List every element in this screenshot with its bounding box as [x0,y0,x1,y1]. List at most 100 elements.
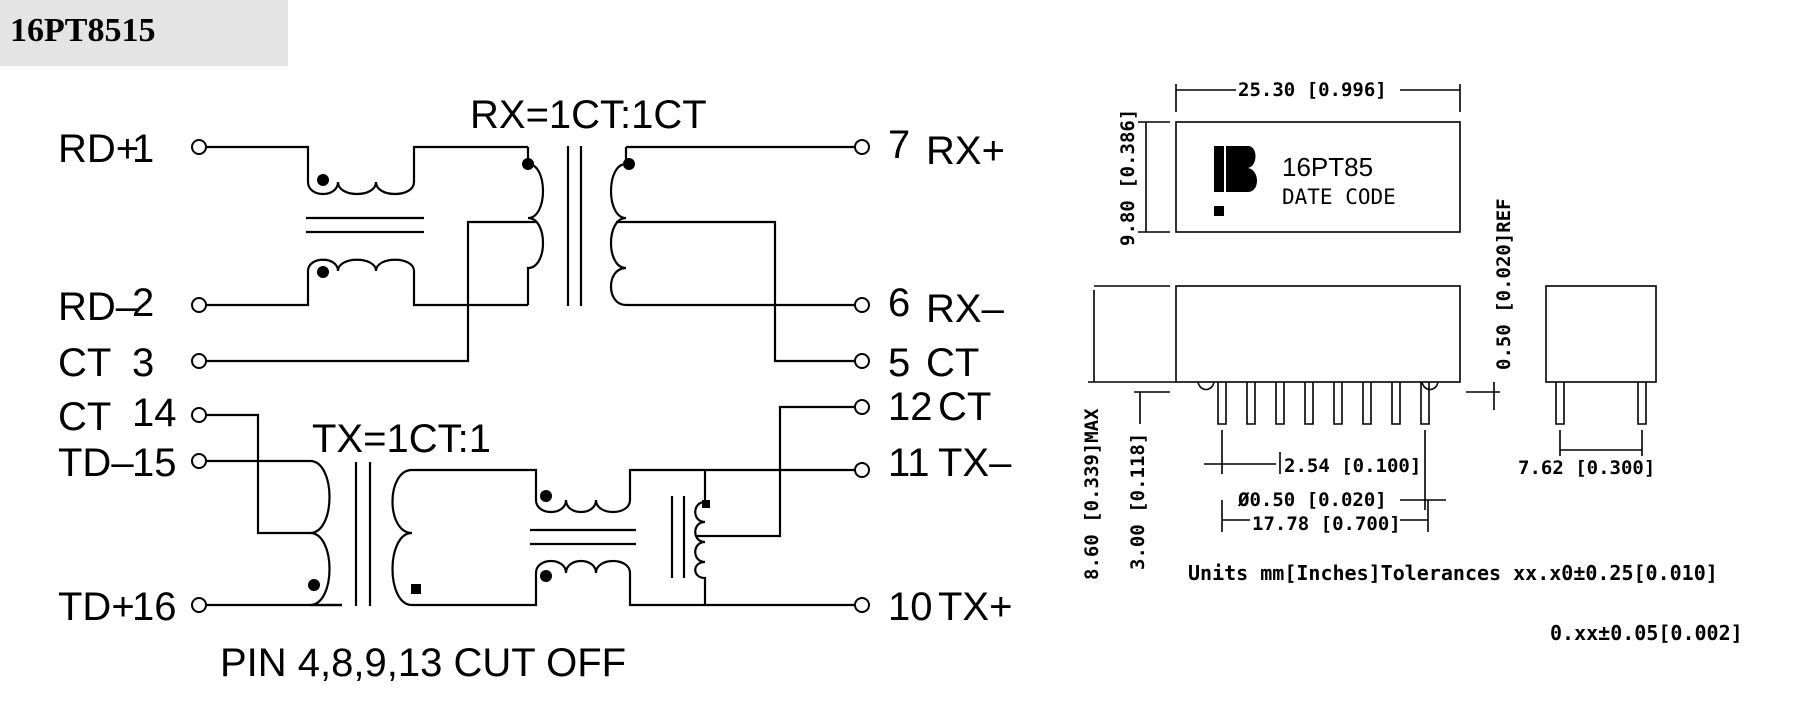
polarity-dot [540,570,552,582]
wire-rx-ct [616,220,855,363]
rx-ratio-label: RX=1CT:1CT [470,93,707,137]
wire-rd-plus [206,145,310,182]
dim-length: 25.30 [0.996] [1238,79,1387,101]
pin-label-number: 11 [888,441,930,485]
units-line: Units mm[Inches]Tolerances xx.x0±0.25[0.… [1188,561,1718,585]
pin-label-name: CT [58,341,111,385]
wire-tx-ct [206,413,310,535]
dim-line-pin [1134,391,1170,424]
tx-core [354,462,372,606]
rx-core [566,146,583,306]
pin-label-name: TX– [938,441,1012,485]
pin-6-terminal [854,297,870,313]
pin-label-name: CT [926,341,979,385]
pin-label-name: RX– [926,287,1005,331]
pin-5-terminal [854,353,870,369]
pin-14-terminal [191,407,207,423]
tx-ratio-label: TX=1CT:1 [312,417,491,461]
pin-label-number: 14 [132,391,177,435]
standoff [1197,381,1439,391]
dim-width: 9.80 [0.386] [1117,109,1139,246]
rx-choke-bottom [206,258,528,307]
tx-auto-core [670,496,686,578]
pin-10-terminal [854,597,870,613]
tx-choke-top [534,468,705,514]
rx-choke-core [306,216,424,234]
pin-2-terminal [191,297,207,313]
dim-line-pitch [1204,430,1281,474]
pins [1217,382,1430,425]
logo-mark [1214,146,1224,192]
pin-label-number: 7 [888,123,910,167]
pin-label-name: CT [58,395,111,439]
pin-3-terminal [191,353,207,369]
tx-choke-core [530,528,636,546]
pin-row [1217,382,1430,425]
tx-transformer-circuit [206,405,855,607]
logo-mark [1226,146,1257,192]
package-end-outline [1545,285,1657,383]
pin1-marker [1214,206,1224,216]
pin-label-number: 2 [132,281,154,325]
tx-secondary-winding [391,468,413,607]
tx-primary-winding [309,459,342,607]
pin-label-name: RD– [58,285,139,329]
pin-label-number: 12 [888,385,933,429]
end-view: 7.62 [0.300] [1518,285,1657,479]
dim-line-width [1138,121,1170,233]
end-pins [1555,382,1647,425]
dim-line-dia [1400,430,1446,510]
pin-7-terminal [854,139,870,155]
polarity-dot [411,584,421,594]
pin-label-name: TD+ [58,585,135,629]
dim-row-spacing: 7.62 [0.300] [1518,457,1655,479]
dim-height-max: 8.60 [0.339]MAX [1081,408,1103,580]
rx-transformer-circuit [206,145,855,363]
pin-label-number: 16 [132,585,177,629]
dim-span: 17.78 [0.700] [1252,513,1401,535]
pin-label-name: RX+ [926,129,1005,173]
polarity-dot [317,266,329,278]
tx-choke-bottom [534,559,705,607]
pin-label-number: 1 [132,127,154,171]
polarity-dot [308,579,320,591]
pin-label-name: TX+ [938,585,1012,629]
wire-tx-ct-out [696,405,855,538]
pin-11-terminal [854,462,870,478]
dim-line-span [1221,500,1429,532]
side-view: 0.50 [0.020]REF 8.60 [0.339]MAX 3.00 [0.… [1081,198,1515,580]
pin-1-terminal [191,139,207,155]
body-marking: 16PT85 [1282,152,1373,182]
package-top-outline [1175,121,1461,233]
pin-label-name: CT [938,385,991,429]
pin-15-terminal [191,453,207,469]
dim-line-height [1088,285,1176,383]
right-pin-labels: 7 RX+ 6 RX– 5 CT 12 CT 11 TX– 10 TX+ [888,123,1012,629]
part-number-title: 16PT8515 [10,12,156,49]
polarity-dot [317,174,329,186]
wire-rd-ct [206,220,536,363]
pin-label-number: 5 [888,341,910,385]
pin-circles [191,139,870,613]
pin-label-name: TD– [58,441,134,485]
pin-label-number: 10 [888,585,933,629]
rx-secondary-winding [609,147,628,307]
top-view: 16PT85 DATE CODE 25.30 [0.996] 9.80 [0.3… [1117,79,1461,246]
pin-16-terminal [191,597,207,613]
rx-choke-top [306,145,528,196]
pin-label-number: 3 [132,341,154,385]
wire-tx-sec-bottom [412,573,538,607]
polarity-dot [702,500,710,508]
pin-label-number: 15 [132,441,177,485]
polarity-dot [623,158,635,170]
polarity-dot [540,490,552,502]
rx-primary-winding [526,147,545,305]
pin-12-terminal [854,399,870,415]
tolerance-line: 0.xx±0.05[0.002] [1550,621,1743,645]
tx-auto-winding [694,470,707,605]
date-code: DATE CODE [1282,185,1396,209]
package-side-outline [1175,285,1461,383]
wire-tx-sec-top [412,468,538,500]
